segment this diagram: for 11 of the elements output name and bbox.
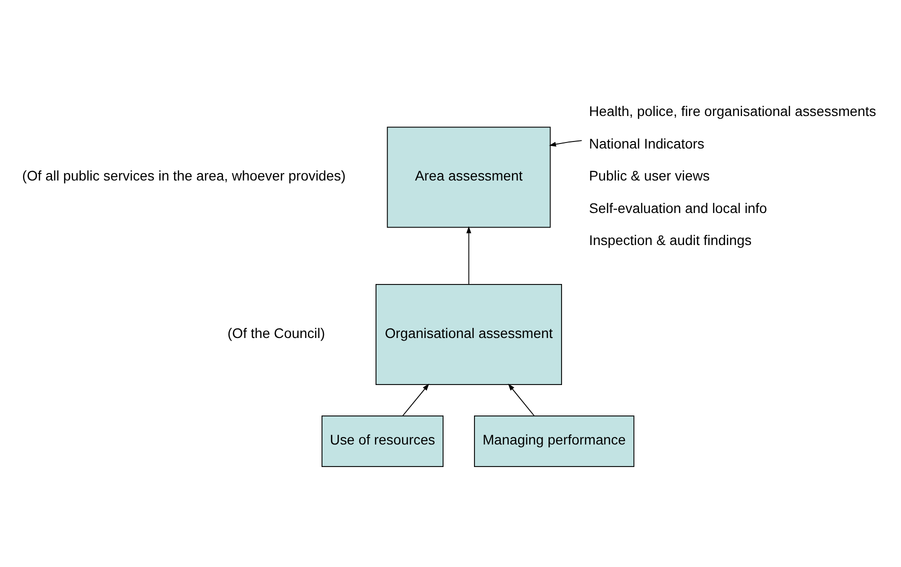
node-box: Use of resources [322, 415, 444, 466]
arrow [466, 226, 472, 284]
arrow [508, 383, 535, 416]
node-label: (Of all public services in the area, whoever provides) [22, 167, 346, 184]
node-text: Health, police, fire organisational assessments National Indicators Public & user views Self-evaluation and local info Inspection & audit findings [589, 102, 876, 248]
arrow [402, 383, 430, 416]
node-label: (Of the Council) [228, 324, 326, 340]
arrow [548, 140, 582, 146]
node-box: Area assessment [386, 126, 551, 228]
node-box: Organisational assessment [376, 284, 562, 385]
node-box: Managing performance [474, 415, 634, 466]
